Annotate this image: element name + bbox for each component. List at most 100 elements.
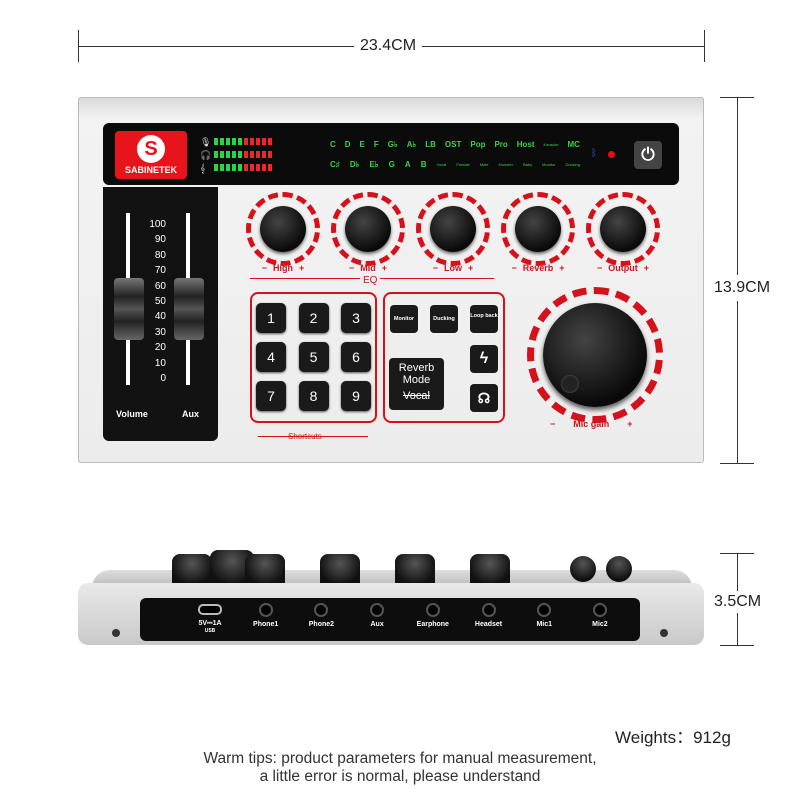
display-mode-label: D [344, 140, 351, 149]
reverb-knob[interactable] [515, 206, 561, 252]
shortcut-key-2[interactable]: 2 [298, 303, 329, 333]
loopback-button[interactable]: Loop back [470, 305, 498, 333]
shortcuts-underline [258, 436, 368, 437]
display-mode-label: G♭ [387, 140, 398, 149]
plus-sign: + [559, 263, 565, 273]
port-aux[interactable]: Aux [352, 603, 402, 634]
audio-jack-icon [481, 603, 496, 617]
reverb-mode-button[interactable]: Reverb Mode Vocal [389, 358, 444, 410]
display-mode-label: B [420, 160, 427, 169]
fader-scale-tick: 10 [154, 357, 166, 369]
usb-c-port-icon [198, 604, 222, 615]
display-mode-label: LB [425, 140, 436, 149]
shortcut-key-4[interactable]: 4 [256, 342, 286, 372]
microphone-icon: 🎙 [200, 137, 212, 147]
plus-sign: + [381, 263, 388, 273]
lightning-icon: ϟ [479, 350, 489, 367]
reverb-knob-label: −Reverb+ [503, 263, 573, 273]
port-label: 5V⎓1A [198, 620, 222, 627]
audio-jack-icon [370, 603, 385, 617]
audio-jack-icon [425, 603, 440, 617]
side-knob [245, 554, 285, 586]
side-knob [395, 554, 435, 586]
display-mode-label: Female [456, 162, 470, 167]
display-mode-label: Karaoke [543, 142, 559, 147]
display-mode-label: Pro [494, 140, 508, 149]
tip-line: a little error is normal, please underst… [259, 768, 541, 785]
display-mode-label: E♭ [369, 160, 379, 169]
mid-knob[interactable] [345, 206, 391, 252]
level-meter [214, 138, 272, 145]
fader-scale-tick: 30 [154, 326, 166, 338]
warm-tips: Warm tips: product parameters for manual… [0, 750, 800, 786]
shortcut-key-6[interactable]: 6 [341, 342, 371, 372]
height-label: 13.9CM [710, 275, 775, 301]
depth-label: 3.5CM [712, 591, 764, 613]
port-mic1[interactable]: Mic1 [519, 603, 569, 634]
voice-change-button[interactable]: ☊ [470, 384, 498, 412]
screw-icon [660, 629, 668, 637]
low-label: Low [444, 263, 462, 273]
ducking-button[interactable]: Ducking [430, 305, 458, 333]
plus-sign: + [468, 263, 474, 273]
shortcut-key-3[interactable]: 3 [341, 303, 371, 333]
low-knob[interactable] [430, 206, 476, 252]
high-knob-label: −High+ [248, 263, 318, 273]
display-mode-label: A [404, 160, 411, 169]
width-label: 23.4CM [354, 37, 423, 55]
shortcut-key-7[interactable]: 7 [256, 381, 286, 411]
fader-scale-tick: 60 [154, 280, 166, 292]
power-icon: ⏻ [641, 145, 655, 164]
mid-knob-label: −Mid+ [333, 263, 403, 273]
output-knob[interactable] [600, 206, 646, 252]
audio-jack-icon [258, 603, 273, 617]
reverb-label: Reverb [522, 263, 554, 273]
port-label: Mic1 [536, 621, 552, 628]
aux-fader-handle[interactable] [174, 278, 204, 340]
monitor-button[interactable]: Monitor [390, 305, 418, 333]
level-meter [214, 164, 272, 171]
plus-sign: + [299, 263, 305, 273]
display-mode-label: C♯ [330, 160, 340, 169]
power-button[interactable]: ⏻ [634, 141, 662, 169]
high-knob[interactable] [260, 206, 306, 252]
port-label: Earphone [416, 621, 449, 628]
dim-tick [704, 30, 705, 62]
display-mode-label: E [359, 140, 365, 149]
port-phone2[interactable]: Phone2 [296, 603, 346, 634]
effect-button[interactable]: ϟ [470, 345, 498, 373]
port-label: Phone2 [308, 621, 335, 628]
shortcut-key-1[interactable]: 1 [256, 303, 286, 333]
mic-gain-knob[interactable] [543, 303, 647, 407]
volume-fader-handle[interactable] [114, 278, 144, 340]
shortcut-key-5[interactable]: 5 [298, 342, 329, 372]
port-headset[interactable]: Headset [464, 603, 514, 634]
fader-scale-tick: 0 [160, 373, 166, 385]
aux-label: Aux [182, 409, 200, 419]
shortcut-key-9[interactable]: 9 [341, 381, 371, 411]
side-knob [470, 554, 510, 586]
shortcuts-panel [250, 292, 377, 423]
display-mode-label: OST [444, 140, 462, 149]
display-mode-label: Ducking [565, 162, 580, 167]
level-meters [214, 138, 272, 171]
output-label: Output [608, 263, 638, 273]
side-knob [570, 556, 596, 582]
tip-line: Warm tips: product parameters for manual… [203, 750, 597, 767]
voice-changer-icon: ☊ [477, 390, 491, 406]
audio-jack-icon [592, 603, 607, 617]
audio-jack-icon [537, 603, 552, 617]
port-mic2[interactable]: Mic2 [575, 603, 625, 634]
side-knob [606, 556, 632, 582]
shortcut-key-8[interactable]: 8 [298, 381, 329, 411]
port-earphone[interactable]: Earphone [408, 603, 458, 634]
meter-icons: 🎙 🎧 𝄞 [200, 136, 211, 175]
port-phone1[interactable]: Phone1 [241, 603, 291, 634]
mic-gain-label: −Mic gain+ [550, 419, 633, 429]
volume-label: Volume [116, 409, 148, 419]
